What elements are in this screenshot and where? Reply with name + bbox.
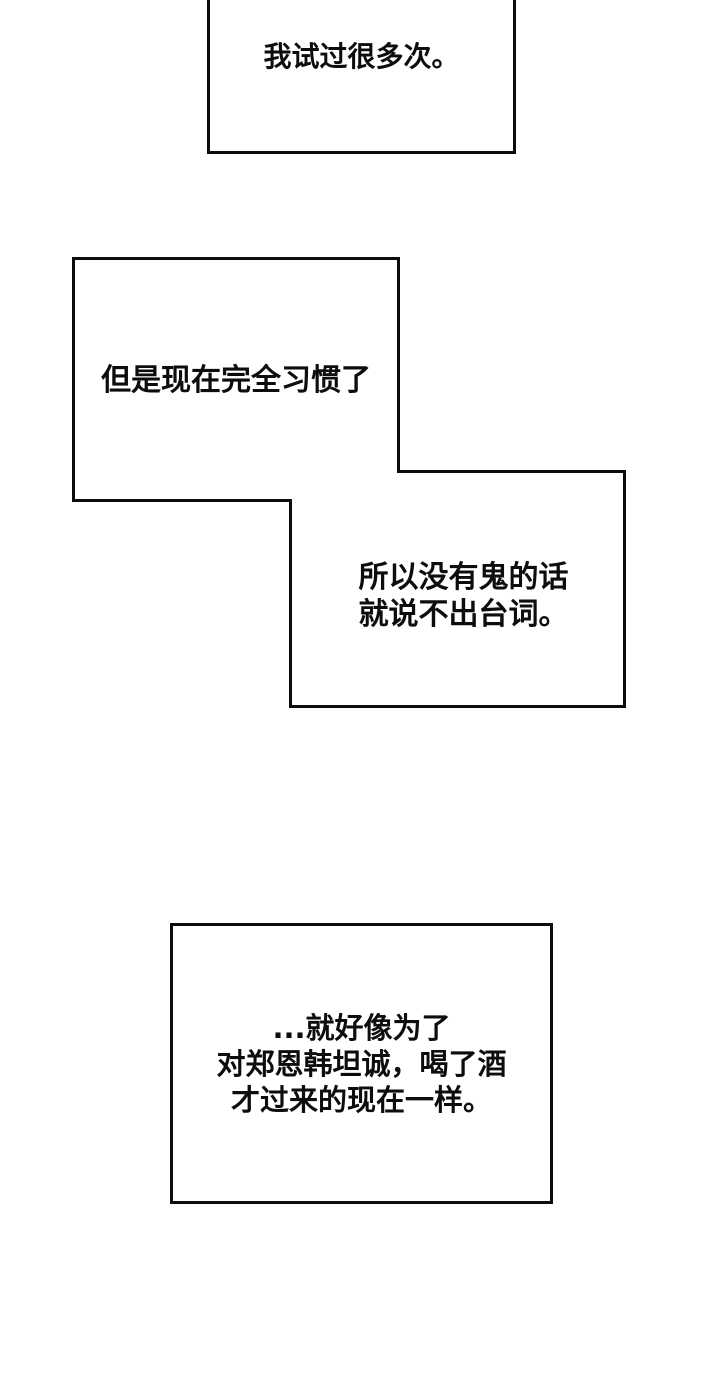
caption-box-3: 所以没有鬼的话 就说不出台词。 [289,470,626,708]
caption-text-2: 但是现在完全习惯了 [101,362,371,398]
caption-line: 所以没有鬼的话 [358,560,569,595]
caption-line: ...就好像为了 [272,1010,451,1045]
caption-box-2: 但是现在完全习惯了 [72,257,400,502]
caption-text-1: 我试过很多次。 [263,40,460,73]
caption-text-3: 所以没有鬼的话 就说不出台词。 [359,559,569,633]
caption-text-4: ...就好像为了 对郑恩韩坦诚，喝了酒 才过来的现在一样。 [216,1010,506,1118]
caption-line: 就说不出台词。 [358,597,569,632]
caption-line: 对郑恩韩坦诚，喝了酒 [216,1046,507,1081]
caption-union-path [72,257,626,708]
caption-box-1: 我试过很多次。 [207,0,516,154]
caption-box-4: ...就好像为了 对郑恩韩坦诚，喝了酒 才过来的现在一样。 [170,923,553,1204]
caption-line: 才过来的现在一样。 [230,1082,492,1117]
